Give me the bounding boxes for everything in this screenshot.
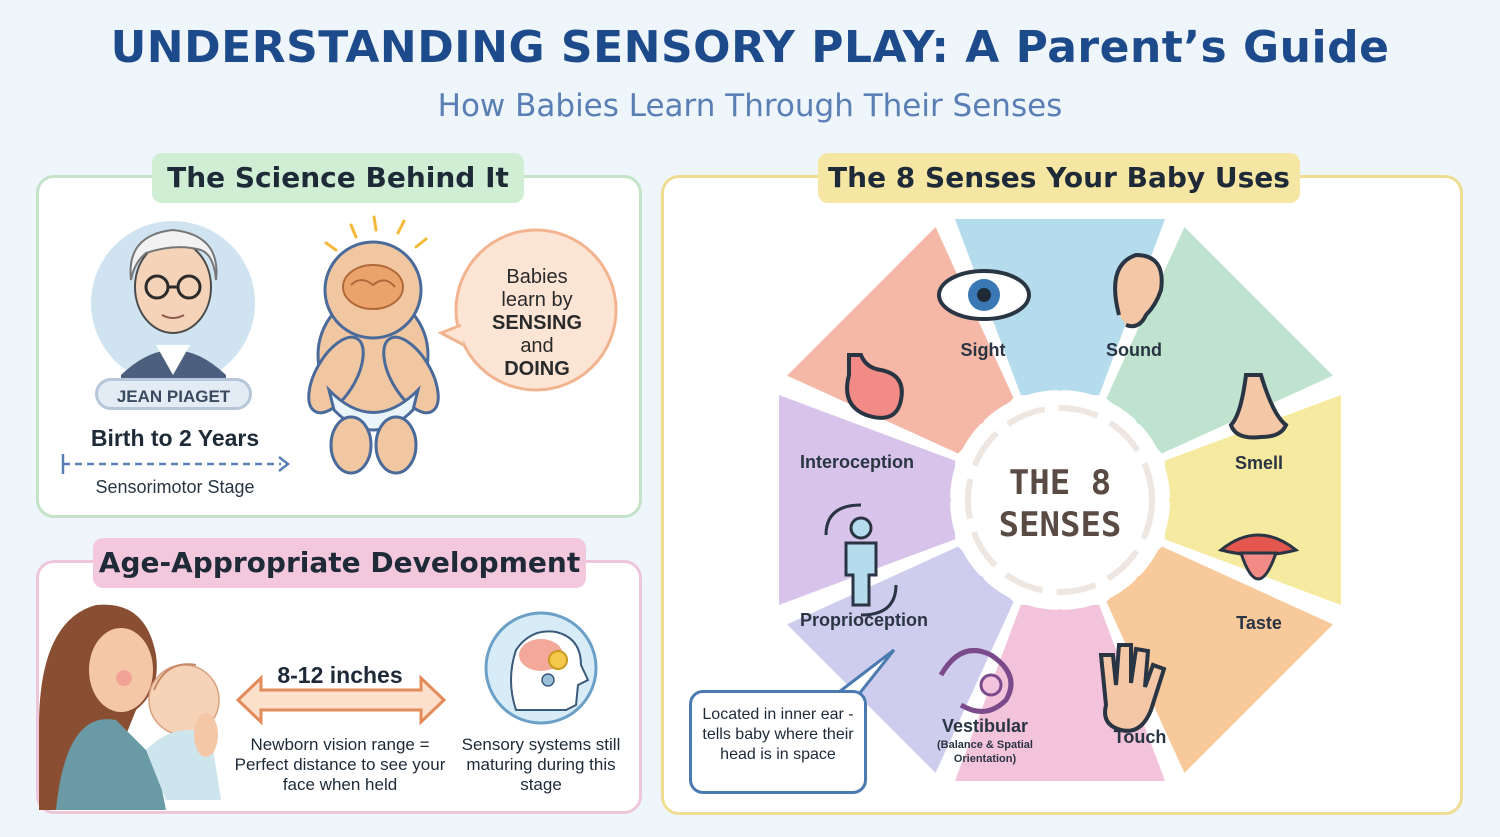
sense-label-touch: Touch: [1113, 727, 1167, 747]
bubble-line-bold: SENSING: [491, 312, 583, 334]
wheel-connector: [947, 575, 985, 613]
bubble-text: Babies learn by SENSING and DOING: [462, 266, 612, 381]
sense-label-sight: Sight: [960, 340, 1006, 360]
cochlea-icon: [979, 673, 1003, 697]
bubble-line-bold: DOING: [504, 358, 570, 380]
piaget-name-badge: JEAN PIAGET: [95, 378, 252, 410]
maturing-text: Sensory systems still maturing during th…: [461, 735, 621, 794]
age-heading: Age-Appropriate Development: [93, 538, 586, 588]
sense-label-interoception: Interoception: [799, 452, 914, 472]
tongue-icon: [1238, 551, 1279, 581]
page-title: UNDERSTANDING SENSORY PLAY: A Parent’s G…: [110, 22, 1390, 73]
vestibular-sub-line: Orientation): [953, 753, 1017, 765]
person-head-icon: [849, 516, 873, 540]
bubble-line: learn by: [501, 289, 573, 311]
center-ring: [965, 405, 1155, 595]
stomach-icon: [845, 353, 904, 420]
vestibular-callout: Located in inner ear - tells baby where …: [689, 690, 867, 794]
inner-ear-icon: [938, 648, 1014, 714]
vestibular-sub-line: (Balance & Spatial: [937, 739, 1033, 751]
eye-pupil-icon: [977, 288, 991, 302]
stage-label: Sensorimotor Stage: [95, 477, 255, 497]
science-illustrations: [61, 215, 618, 475]
mother-baby-illustration: [39, 604, 221, 810]
wheel-center-text: THE 8 SENSES: [960, 462, 1160, 546]
sense-label-sound: Sound: [1106, 340, 1162, 360]
range-arrow: [235, 674, 447, 726]
age-range-label: Birth to 2 Years: [90, 425, 260, 451]
wheel-center: [950, 390, 1170, 610]
bubble-line: and: [520, 335, 554, 357]
ear-icon: [1113, 252, 1164, 329]
wheel-connector: [947, 387, 985, 425]
vision-range-text: Newborn vision range = Perfect distance …: [234, 735, 446, 794]
bubble-line: Babies: [506, 266, 568, 288]
wheel-connector: [1135, 575, 1173, 613]
sense-label-proprioception: Proprioception: [799, 610, 928, 630]
wheel-segment-touch: [954, 604, 1166, 782]
vision-range-value: 8-12 inches: [277, 662, 403, 688]
rotate-arrow-icon: [860, 584, 898, 617]
sense-label-taste: Taste: [1236, 613, 1282, 633]
center-line: THE 8: [1008, 463, 1112, 503]
page-subtitle: How Babies Learn Through Their Senses: [437, 88, 1063, 124]
person-body-icon: [844, 541, 878, 607]
age-illustrations: [39, 604, 598, 810]
nose-icon: [1228, 373, 1289, 440]
speech-bubble: [454, 228, 618, 392]
vestibular-subtitle: (Balance & Spatial Orientation): [905, 738, 1065, 766]
wheel-connector: [1135, 387, 1173, 425]
hand-icon: [1098, 643, 1167, 733]
sense-label-smell: Smell: [1234, 453, 1284, 473]
rotate-arrow-icon: [824, 503, 862, 536]
science-heading: The Science Behind It: [152, 153, 524, 203]
baby-illustration: [307, 215, 440, 475]
senses-wheel: [778, 218, 1342, 782]
senses-heading: The 8 Senses Your Baby Uses: [818, 153, 1300, 203]
piaget-portrait: [91, 221, 255, 385]
brain-gears-icon: [484, 611, 598, 725]
wheel-segment-sight: [954, 218, 1166, 396]
center-line: SENSES: [998, 505, 1122, 545]
sense-label-vestibular: Vestibular: [941, 716, 1029, 736]
wheel-segment-proprioception: [778, 394, 956, 606]
wheel-segment-smell: [1164, 394, 1342, 606]
